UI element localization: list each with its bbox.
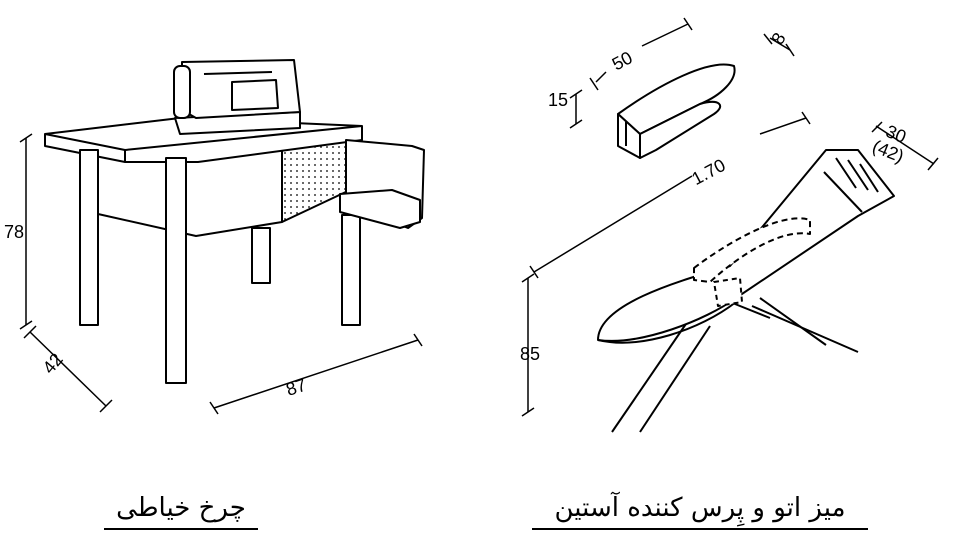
board-leg-1	[611, 317, 691, 433]
dim-table-height: 78	[4, 222, 24, 242]
dim-board-length: 1.70	[688, 155, 728, 189]
dim-press-height: 15	[548, 90, 568, 110]
board-nose-underside	[597, 301, 737, 344]
top-edge	[44, 133, 126, 151]
ironing-board-illustration	[597, 149, 895, 433]
ironing-board-top	[597, 149, 895, 342]
front-leg-right	[165, 157, 187, 384]
sleeve-press-top	[617, 63, 736, 135]
top-front-edge	[124, 125, 363, 151]
machine-panel-line	[203, 71, 273, 75]
board-leg-1b	[639, 325, 711, 433]
board-clip	[713, 277, 743, 307]
sleeve-press-side	[639, 100, 722, 159]
iron-rest-block	[693, 217, 811, 283]
board-leg-2b	[751, 305, 859, 353]
back-leg-left	[251, 227, 271, 284]
machine-arm-opening	[231, 79, 279, 111]
caption-ironing-board: میز اتو و پِرس کننده آستین	[532, 493, 868, 531]
dim-board-height: 85	[520, 344, 540, 364]
sewing-table-dimensions	[19, 133, 423, 415]
sleeve-press-illustration	[617, 63, 736, 159]
caption-sewing-machine: چرخ خیاطی	[104, 493, 258, 531]
board-leg-2	[759, 297, 827, 346]
board-brace	[729, 301, 771, 319]
sewing-table-illustration	[44, 59, 425, 384]
drop-leaf-block	[339, 189, 421, 229]
dim-press-length: 50	[609, 47, 636, 74]
back-leg-right	[341, 214, 361, 326]
dim-table-depth: 42	[39, 349, 67, 377]
front-leg-left	[79, 149, 99, 326]
sewing-machine-handwheel	[173, 65, 191, 119]
ironing-board-dimensions	[521, 17, 939, 417]
